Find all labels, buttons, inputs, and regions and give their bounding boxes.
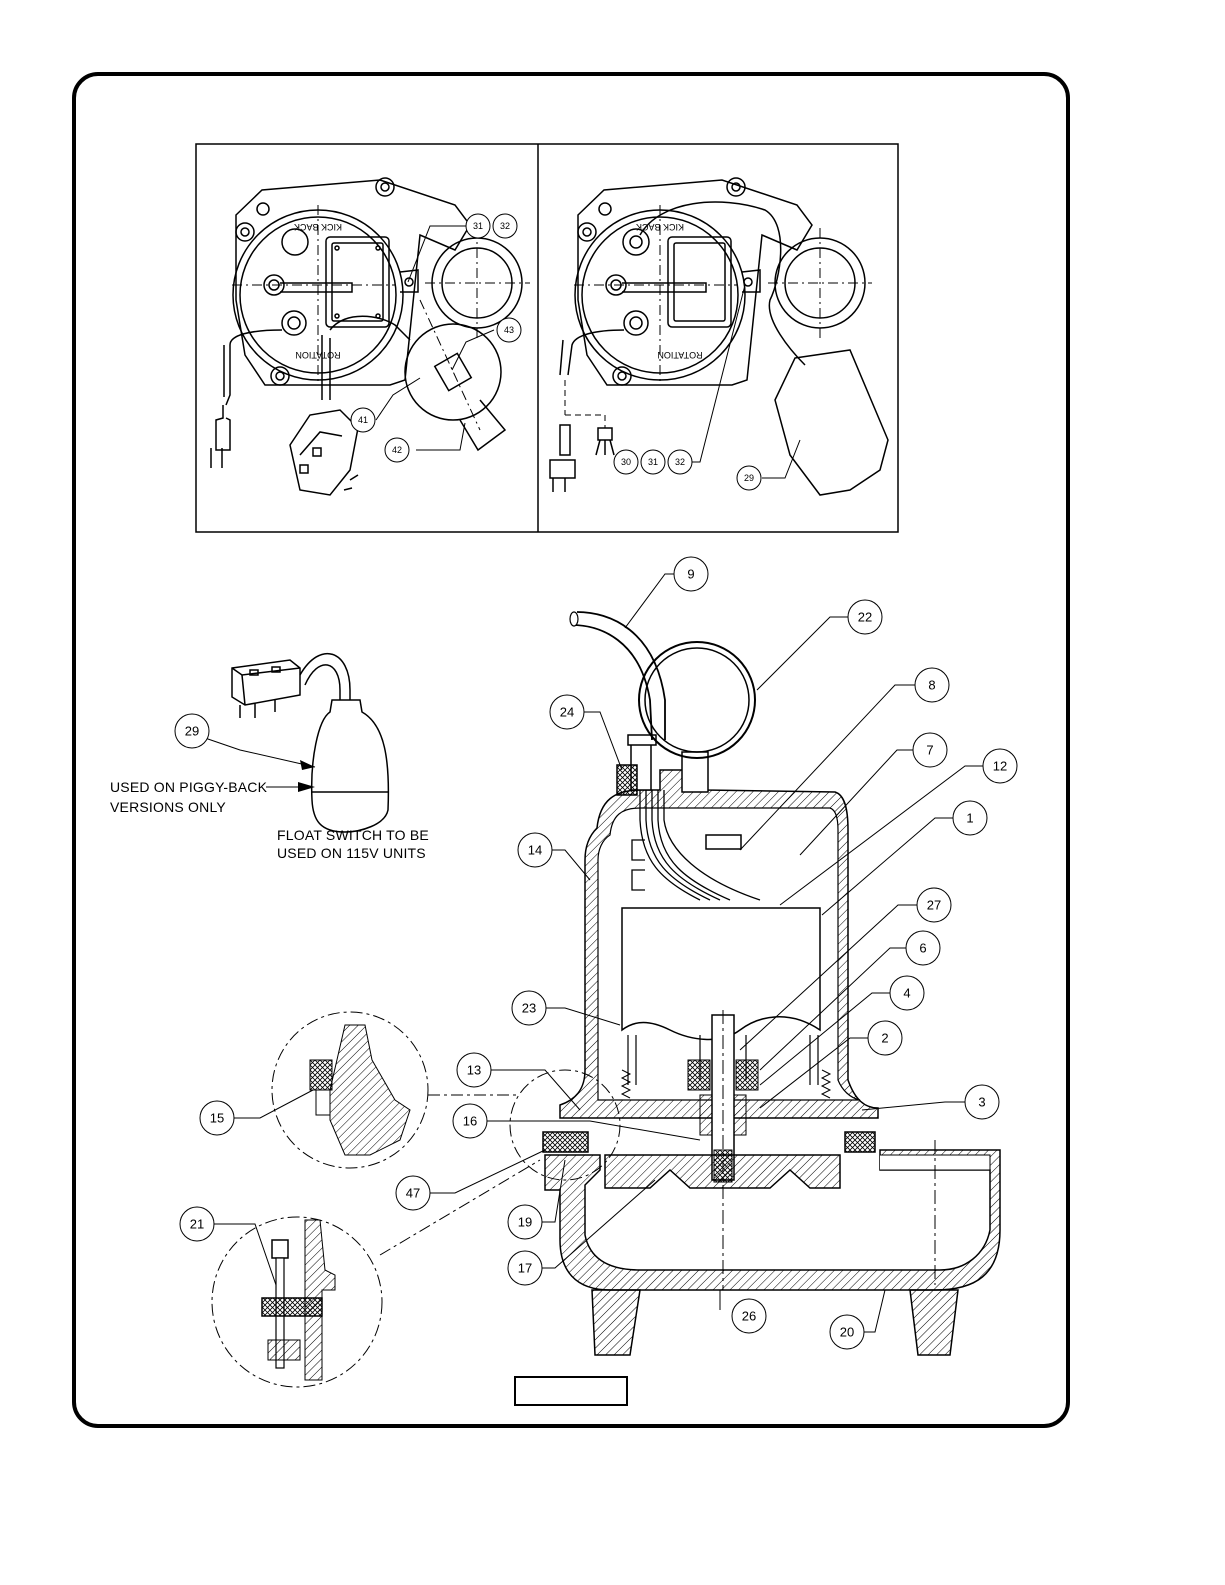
callout-8: 8 [915, 668, 949, 702]
callout-19: 19 [508, 1205, 542, 1239]
detail-15-drawing [310, 1025, 410, 1155]
callout-41: 41 [351, 408, 375, 432]
svg-text:ROTATION: ROTATION [295, 350, 340, 360]
callout-15: 15 [200, 1101, 234, 1135]
svg-text:19: 19 [518, 1215, 532, 1230]
callout-29: 29 [737, 466, 761, 490]
svg-text:32: 32 [500, 221, 510, 231]
callout-12: 12 [983, 749, 1017, 783]
svg-text:9: 9 [687, 567, 694, 582]
callout-29: 29 [175, 714, 209, 748]
svg-text:15: 15 [210, 1111, 224, 1126]
callout-30: 30 [614, 450, 638, 474]
svg-text:43: 43 [504, 325, 514, 335]
svg-text:21: 21 [190, 1217, 204, 1232]
float-switch-note: FLOAT SWITCH TO BE USED ON 115V UNITS [277, 826, 429, 862]
svg-text:ROTATION: ROTATION [657, 350, 702, 360]
svg-text:3: 3 [978, 1095, 985, 1110]
svg-text:22: 22 [858, 610, 872, 625]
callouts-top-right: 30 31 32 29 [614, 450, 761, 490]
svg-text:31: 31 [648, 457, 658, 467]
svg-text:29: 29 [744, 473, 754, 483]
callout-23: 23 [512, 991, 546, 1025]
callout-43: 43 [497, 318, 521, 342]
svg-text:2: 2 [881, 1031, 888, 1046]
svg-text:26: 26 [742, 1309, 756, 1324]
callout-22: 22 [848, 600, 882, 634]
svg-text:6: 6 [919, 941, 926, 956]
piggy-back-line-2: VERSIONS ONLY [110, 798, 267, 816]
svg-text:42: 42 [392, 445, 402, 455]
callout-26: 26 [732, 1299, 766, 1333]
callout-14: 14 [518, 833, 552, 867]
svg-text:23: 23 [522, 1001, 536, 1016]
figure-label-box [514, 1376, 628, 1406]
callout-42: 42 [385, 438, 409, 462]
callout-1: 1 [953, 801, 987, 835]
svg-text:47: 47 [406, 1186, 420, 1201]
callout-7: 7 [913, 733, 947, 767]
svg-text:24: 24 [560, 705, 574, 720]
svg-text:32: 32 [675, 457, 685, 467]
svg-text:41: 41 [358, 415, 368, 425]
svg-text:17: 17 [518, 1261, 532, 1276]
piggy-back-line-1: USED ON PIGGY-BACK [110, 778, 267, 796]
svg-text:30: 30 [621, 457, 631, 467]
pump-housing [543, 612, 1000, 1355]
svg-text:14: 14 [528, 843, 542, 858]
svg-text:13: 13 [467, 1063, 481, 1078]
float-switch-line-1: FLOAT SWITCH TO BE [277, 826, 429, 844]
svg-text:20: 20 [840, 1325, 854, 1340]
callout-16: 16 [453, 1104, 487, 1138]
callout-32: 32 [493, 214, 517, 238]
svg-text:8: 8 [928, 678, 935, 693]
callout-2: 2 [868, 1021, 902, 1055]
svg-text:KICK BACK: KICK BACK [636, 222, 684, 232]
svg-text:4: 4 [903, 986, 910, 1001]
callout-47: 47 [396, 1176, 430, 1210]
callout-9: 9 [674, 557, 708, 591]
svg-text:KICK BACK: KICK BACK [294, 222, 342, 232]
svg-text:16: 16 [463, 1114, 477, 1129]
svg-text:31: 31 [473, 221, 483, 231]
callout-4: 4 [890, 976, 924, 1010]
callout-21: 21 [180, 1207, 214, 1241]
svg-text:29: 29 [185, 724, 199, 739]
top-view-right [550, 178, 888, 495]
float-switch-line-2: USED ON 115V UNITS [277, 844, 429, 862]
svg-text:1: 1 [966, 811, 973, 826]
callout-24: 24 [550, 695, 584, 729]
callout-31: 31 [466, 214, 490, 238]
callout-17: 17 [508, 1251, 542, 1285]
callout-6: 6 [906, 931, 940, 965]
callouts-top-left: 31 32 43 41 42 [351, 214, 521, 462]
callout-3: 3 [965, 1085, 999, 1119]
callout-31: 31 [641, 450, 665, 474]
callout-13: 13 [457, 1053, 491, 1087]
callout-27: 27 [917, 888, 951, 922]
piggy-back-note: USED ON PIGGY-BACK VERSIONS ONLY [110, 778, 267, 816]
svg-text:12: 12 [993, 759, 1007, 774]
top-inset-panel [196, 144, 898, 532]
callout-32: 32 [668, 450, 692, 474]
detail-21-drawing [262, 1220, 335, 1380]
svg-text:27: 27 [927, 898, 941, 913]
svg-text:7: 7 [926, 743, 933, 758]
callout-20: 20 [830, 1315, 864, 1349]
